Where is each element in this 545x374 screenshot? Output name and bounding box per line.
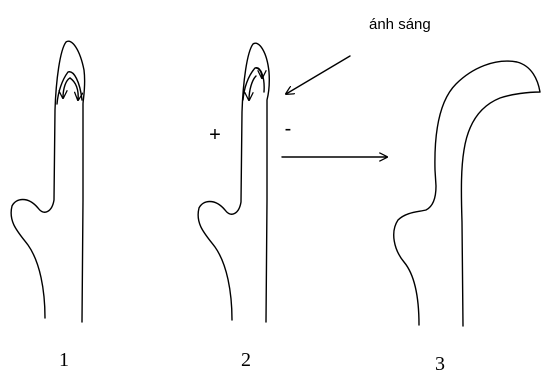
shoot-stage-1 [11,41,85,322]
stage-1-label: 1 [59,349,69,371]
auxin-arrow-right-1 [70,78,78,100]
light-arrow [286,56,350,94]
shoot-stage-2 [198,43,387,322]
shoot-3-outline [394,61,540,326]
plus-sign-label: + [209,124,221,146]
auxin-arrow-left-2 [249,76,256,100]
auxin-arrow-left-1 [63,78,70,98]
shoot-1-outline [11,41,85,322]
auxin-arrow-right-2 [256,68,262,78]
stage-3-label: 3 [435,353,445,374]
shoot-2-outline [198,43,269,322]
light-label: ánh sáng [369,16,431,33]
stage-2-label: 2 [241,349,251,371]
shoot-stage-3 [394,61,540,326]
minus-sign-label: - [285,118,292,140]
